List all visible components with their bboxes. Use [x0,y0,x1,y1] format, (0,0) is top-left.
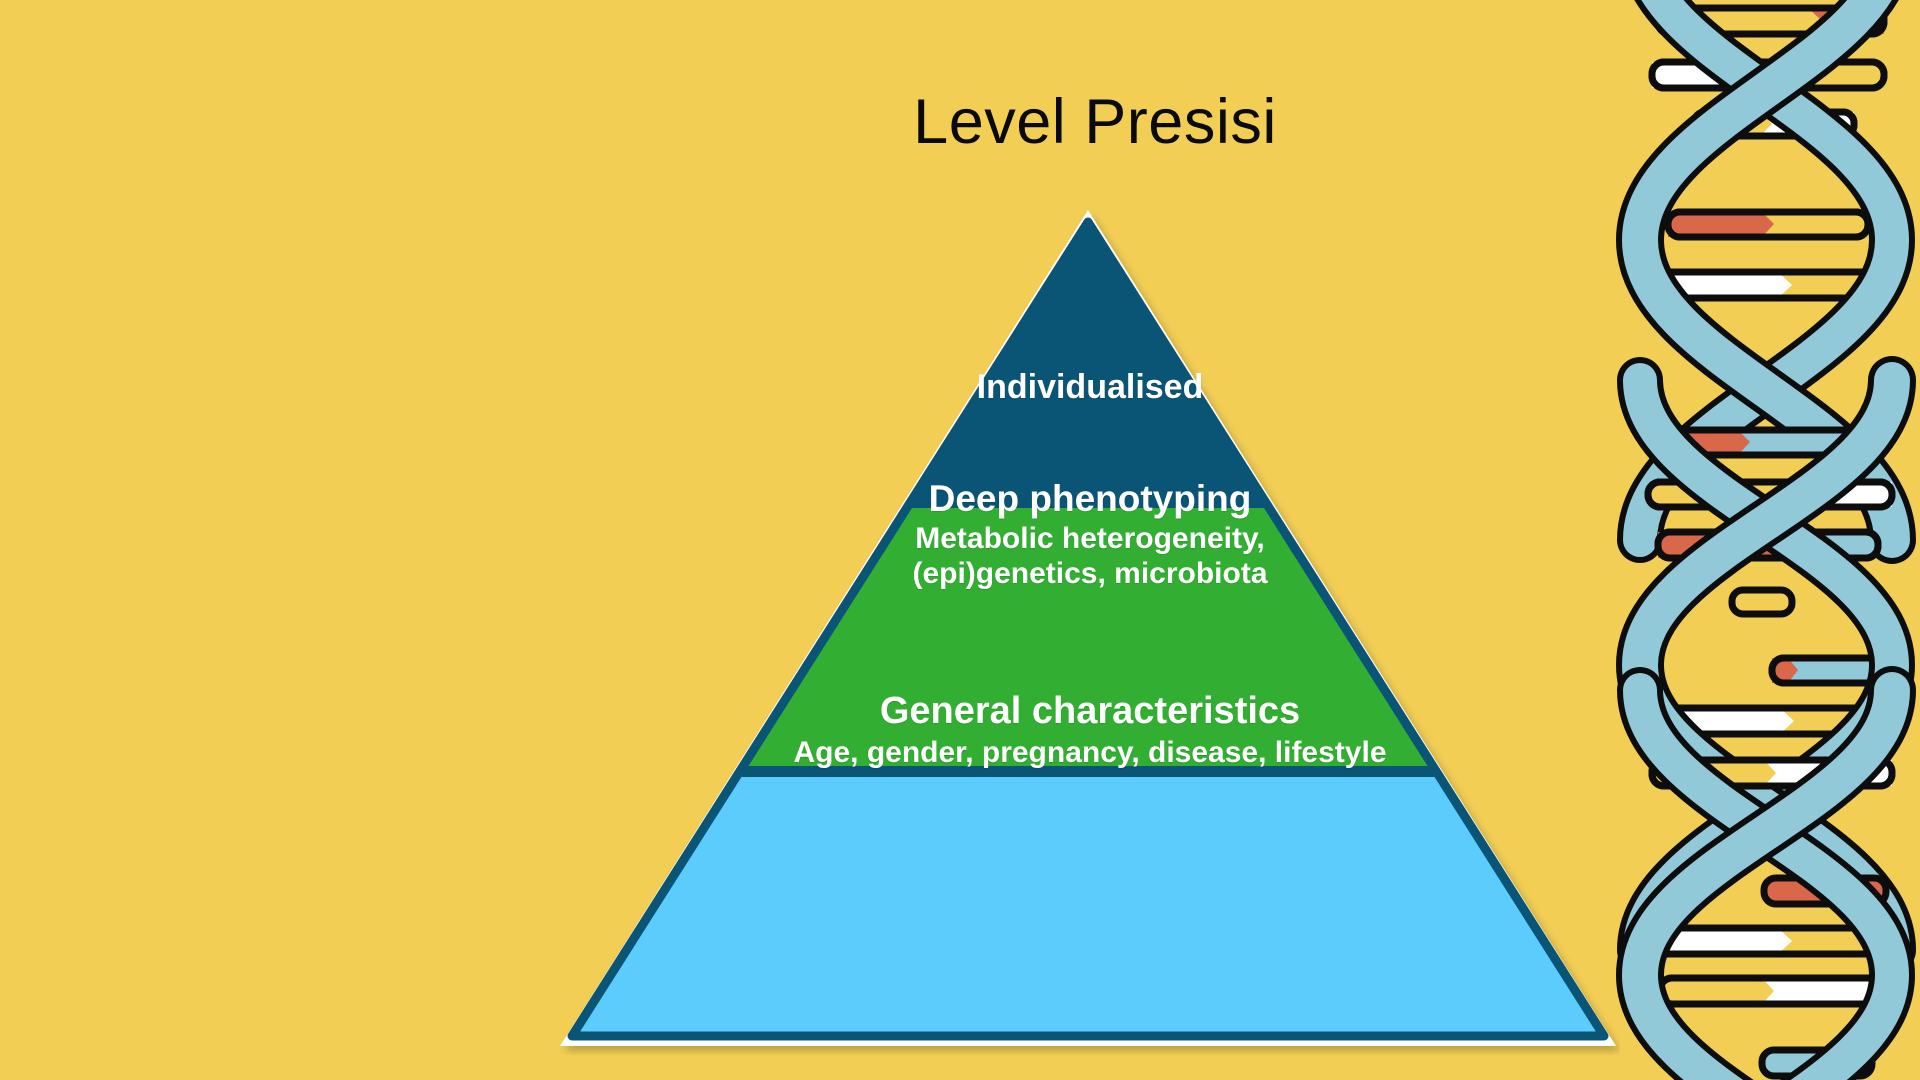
pyramid-tier-general-characteristics[interactable] [560,777,1620,1046]
pyramid-tier-deep-phenotyping[interactable] [560,508,1620,771]
pyramid-tier-divider [572,766,1604,777]
precision-levels-pyramid: Individualised Deep phenotyping Metaboli… [560,205,1620,1055]
dna-double-helix-illustration [1612,0,1920,1080]
dna-helix-icon [1616,0,1916,1080]
pyramid-tier-individualised[interactable] [560,205,1620,508]
pyramid-tiers [560,205,1620,1046]
pyramid-shape [560,205,1620,1046]
page-title: Level Presisi [913,87,1277,157]
pyramid-outline [567,217,1609,1041]
